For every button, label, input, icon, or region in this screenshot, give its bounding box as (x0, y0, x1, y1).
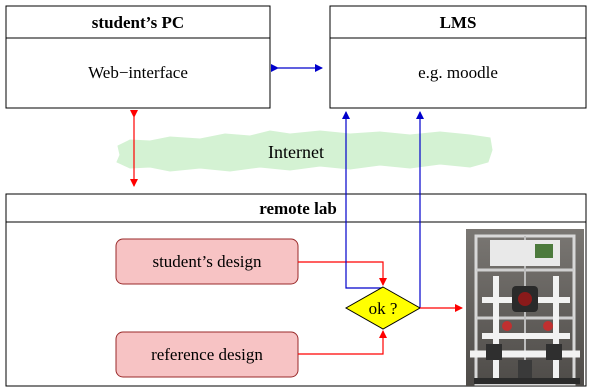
lms-box: LMS e.g. moodle (329, 5, 587, 109)
decision-diamond: ok ? (344, 286, 422, 330)
reference-design-box: reference design (115, 331, 299, 378)
student-design-label: student’s design (152, 252, 262, 271)
lms-content-label: e.g. moodle (418, 63, 498, 82)
internet-label: Internet (268, 142, 324, 162)
internet-cloud: Internet (116, 130, 493, 172)
lab-equipment-photo (466, 229, 584, 386)
lab-to-lms-arrow-1 (342, 111, 383, 289)
lms-title: LMS (440, 13, 477, 32)
reference-design-label: reference design (151, 345, 263, 364)
student-design-box: student’s design (115, 238, 299, 285)
student-pc-box: student’s PC Web−interface (5, 5, 271, 109)
decision-label: ok ? (369, 299, 398, 318)
student-design-arrow (298, 261, 387, 286)
remote-lab-title: remote lab (259, 199, 337, 218)
web-interface-label: Web−interface (88, 63, 188, 82)
student-pc-title: student’s PC (92, 13, 184, 32)
reference-design-arrow (298, 330, 387, 355)
